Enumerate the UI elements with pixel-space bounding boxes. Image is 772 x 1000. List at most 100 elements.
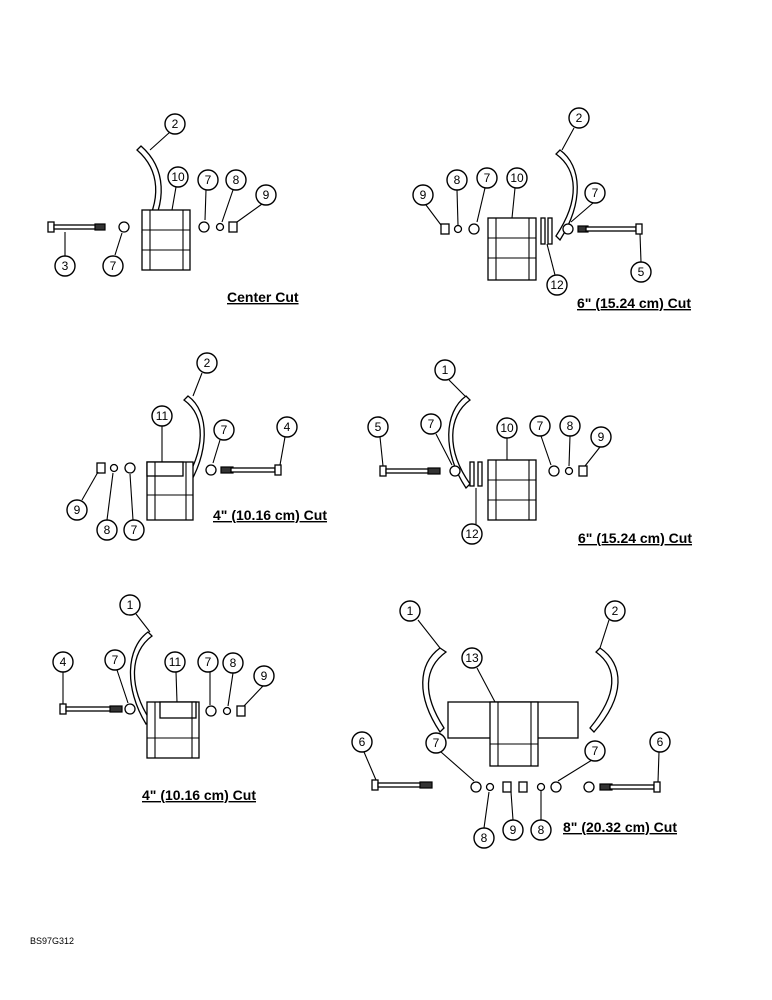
svg-text:2: 2 (612, 604, 619, 618)
callout-7: 7 (104, 649, 126, 671)
callout-6: 6 (351, 731, 373, 753)
callout-7: 7 (197, 169, 219, 191)
svg-text:9: 9 (261, 669, 268, 683)
callout-13: 13 (461, 647, 483, 669)
lockwasher-part (564, 466, 574, 476)
nut-part (502, 781, 512, 793)
svg-text:4: 4 (284, 420, 291, 434)
svg-text:9: 9 (263, 188, 270, 202)
washer-part (550, 781, 562, 793)
svg-text:9: 9 (598, 430, 605, 444)
assembly-caption: 8" (20.32 cm) Cut (563, 819, 677, 835)
clamp-part (487, 459, 537, 521)
nut-part (578, 465, 588, 477)
callout-8: 8 (559, 415, 581, 437)
callout-10: 10 (496, 417, 518, 439)
svg-text:2: 2 (576, 111, 583, 125)
nut-part (518, 781, 528, 793)
callout-12: 12 (461, 523, 483, 545)
svg-text:8: 8 (230, 656, 237, 670)
nut-part (228, 221, 238, 233)
callout-9: 9 (502, 819, 524, 841)
bolt-part (47, 221, 106, 233)
callout-1: 1 (399, 600, 421, 622)
svg-text:8: 8 (481, 831, 488, 845)
washer-part (468, 223, 480, 235)
callout-6: 6 (649, 731, 671, 753)
callout-8: 8 (530, 819, 552, 841)
callout-7: 7 (123, 519, 145, 541)
bolt-part (379, 465, 441, 477)
callout-12: 12 (546, 274, 568, 296)
svg-text:1: 1 (127, 598, 134, 612)
washer-part (124, 703, 136, 715)
svg-text:10: 10 (171, 170, 185, 184)
svg-text:7: 7 (110, 259, 117, 273)
clamp-part (146, 701, 200, 759)
callout-1: 1 (119, 594, 141, 616)
callout-2: 2 (196, 352, 218, 374)
callout-2: 2 (604, 600, 626, 622)
svg-text:3: 3 (62, 259, 69, 273)
assembly-8in-cut: 1 2 13 6 7 7 6 8 9 8 8" (20.32 cm) Cut (351, 600, 677, 849)
callout-3: 3 (54, 255, 76, 277)
callout-7: 7 (425, 732, 447, 754)
spacer-part (547, 217, 553, 245)
shank-part (422, 647, 448, 734)
clamp-part (141, 209, 191, 271)
svg-text:11: 11 (156, 409, 169, 423)
washer-part (124, 462, 136, 474)
clamp-part (447, 701, 579, 767)
washer-part (470, 781, 482, 793)
bolt-part (371, 779, 433, 791)
svg-text:7: 7 (537, 419, 544, 433)
svg-text:4: 4 (60, 655, 67, 669)
svg-text:8: 8 (104, 523, 111, 537)
nut-part (96, 462, 106, 474)
lockwasher-part (215, 222, 225, 232)
svg-text:7: 7 (428, 417, 435, 431)
svg-text:7: 7 (433, 736, 440, 750)
assembly-6in-cut-b: 1 5 7 10 7 8 9 12 6" (15.24 cm) Cut (367, 359, 692, 546)
lockwasher-part (485, 782, 495, 792)
nut-part (440, 223, 450, 235)
svg-text:7: 7 (221, 423, 228, 437)
svg-text:12: 12 (465, 527, 479, 541)
svg-text:11: 11 (169, 655, 182, 669)
spacer-part (477, 461, 483, 487)
assembly-4in-cut-a: 2 11 7 4 9 8 7 4" (10.16 cm) Cut (66, 352, 327, 541)
svg-text:7: 7 (592, 744, 599, 758)
svg-text:9: 9 (420, 188, 427, 202)
drawing-code: BS97G312 (30, 936, 74, 946)
callout-2: 2 (568, 107, 590, 129)
callout-7: 7 (102, 255, 124, 277)
lockwasher-part (536, 782, 546, 792)
shank-part (589, 647, 619, 733)
bolt-part (220, 464, 282, 476)
svg-text:7: 7 (131, 523, 138, 537)
callout-7: 7 (529, 415, 551, 437)
svg-text:8: 8 (454, 173, 461, 187)
assembly-caption: 4" (10.16 cm) Cut (213, 507, 327, 523)
washer-part (562, 223, 574, 235)
callout-11: 11 (151, 405, 173, 427)
lockwasher-part (453, 224, 463, 234)
callout-9: 9 (66, 499, 88, 521)
svg-text:12: 12 (550, 278, 564, 292)
lockwasher-part (222, 706, 232, 716)
callout-7: 7 (584, 182, 606, 204)
callout-2: 2 (164, 113, 186, 135)
washer-part (548, 465, 560, 477)
callout-7: 7 (584, 740, 606, 762)
callout-11: 11 (164, 651, 186, 673)
callout-7: 7 (420, 413, 442, 435)
callout-8: 8 (96, 519, 118, 541)
callout-7: 7 (197, 651, 219, 673)
svg-text:7: 7 (205, 173, 212, 187)
assembly-4in-cut-b: 1 4 7 11 7 8 9 4" (10.16 cm) Cut (52, 594, 275, 803)
spacer-part (540, 217, 546, 245)
svg-text:2: 2 (172, 117, 179, 131)
callout-5: 5 (367, 416, 389, 438)
callout-4: 4 (276, 416, 298, 438)
